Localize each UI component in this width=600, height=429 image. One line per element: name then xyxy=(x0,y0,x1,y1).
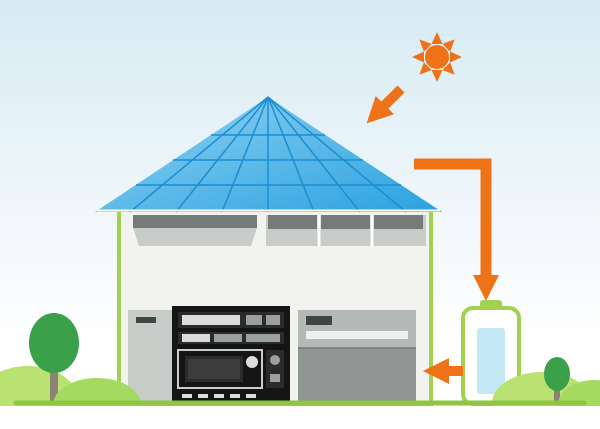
microwave-screen xyxy=(188,359,240,379)
sunlight-arrow xyxy=(366,85,405,124)
tree-trunk xyxy=(554,387,560,404)
dishwasher xyxy=(298,310,416,404)
control-knob xyxy=(270,355,280,365)
tree-trunk xyxy=(50,366,58,403)
sun-ray xyxy=(442,39,455,52)
display-segment xyxy=(246,334,280,342)
range-hood-top xyxy=(133,215,257,228)
grid-line xyxy=(175,96,269,213)
foreground-mask xyxy=(0,406,600,429)
window-pane xyxy=(268,215,317,229)
dishwasher-door xyxy=(298,348,416,404)
button xyxy=(230,394,240,398)
range-hood xyxy=(133,215,257,246)
button xyxy=(214,394,224,398)
roof-to-battery-arrow xyxy=(414,158,499,301)
battery-charge-level xyxy=(477,328,505,394)
window-pane xyxy=(321,215,370,229)
control-button xyxy=(270,374,280,382)
cabinet-body xyxy=(128,310,172,404)
display-segment xyxy=(182,315,240,325)
kitchen-cabinet xyxy=(128,310,172,404)
sun-ray xyxy=(412,51,424,63)
tree-right xyxy=(544,357,570,404)
grid-line xyxy=(221,96,269,213)
display-segment xyxy=(266,315,280,325)
grid-line xyxy=(267,96,407,213)
solar-panel-roof xyxy=(95,96,442,213)
sun-ray xyxy=(442,62,455,75)
microwave xyxy=(177,349,263,389)
tree-foliage xyxy=(544,357,570,391)
grid-line xyxy=(129,96,269,213)
tree-left xyxy=(29,313,79,403)
storage-battery xyxy=(461,300,521,406)
display-segment xyxy=(182,334,210,342)
range-hood-body xyxy=(133,228,257,246)
display-segment xyxy=(246,315,262,325)
panel-grid xyxy=(129,96,407,213)
sun-ray xyxy=(450,51,462,63)
button xyxy=(198,394,208,398)
dishwasher-slot xyxy=(306,331,408,339)
grid-line xyxy=(267,96,361,213)
dishwasher-top xyxy=(298,310,416,348)
sun-core xyxy=(425,45,449,69)
sun-ray xyxy=(431,32,443,44)
sun-ray xyxy=(419,62,432,75)
sun-ray xyxy=(431,70,443,82)
microwave-knob xyxy=(246,356,258,368)
stove-oven-unit xyxy=(172,306,290,404)
upstairs-windows xyxy=(266,215,426,246)
tree-foliage xyxy=(29,313,79,373)
cabinet-handle xyxy=(136,317,156,323)
sun-icon xyxy=(412,32,462,82)
window-pane xyxy=(374,215,423,229)
display-segment xyxy=(214,334,242,342)
house xyxy=(117,207,433,406)
sun-ray xyxy=(419,39,432,52)
button xyxy=(182,394,192,398)
grid-line xyxy=(267,96,315,213)
dishwasher-handle xyxy=(306,316,332,325)
button xyxy=(246,394,256,398)
